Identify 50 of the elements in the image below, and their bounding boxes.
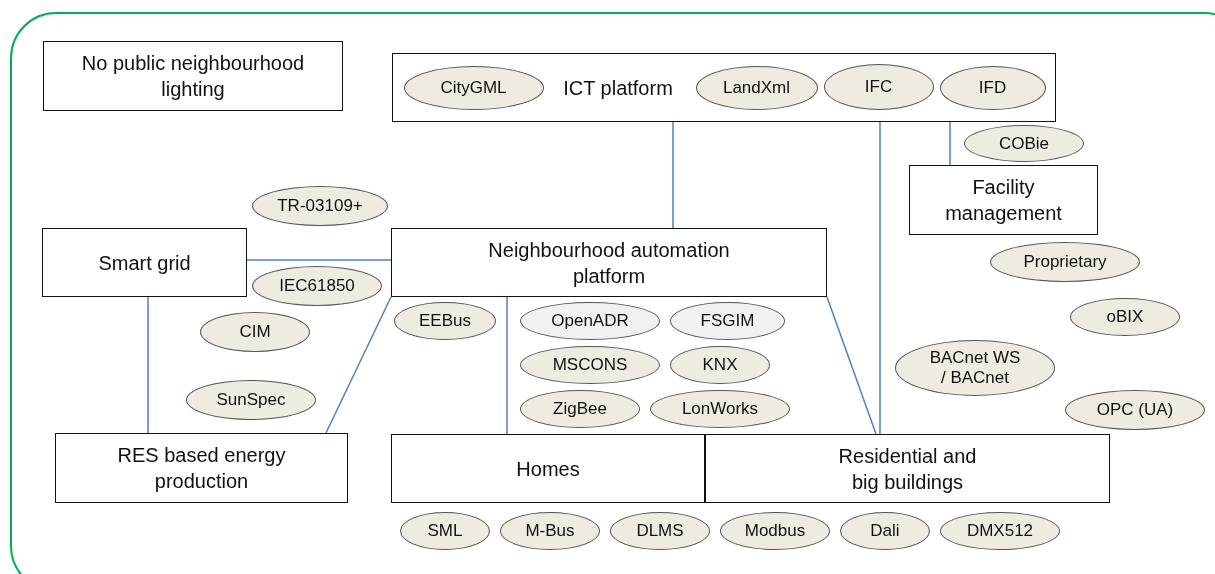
standard-label: IFC xyxy=(864,76,893,97)
standard-label: DLMS xyxy=(636,521,684,541)
standard-label: LonWorks xyxy=(681,399,759,419)
box-label: Residential and big buildings xyxy=(837,443,978,495)
system-box xyxy=(42,228,247,297)
standard-label: TR-03109+ xyxy=(277,196,363,216)
connector-line xyxy=(325,296,392,434)
connector-line xyxy=(246,259,392,261)
standard-label: BACnet WS / BACnet xyxy=(928,348,1022,388)
standard-label: Dali xyxy=(870,521,900,541)
system-box xyxy=(43,41,343,111)
standard-label: Proprietary xyxy=(1023,252,1107,272)
box-label: Homes xyxy=(515,456,581,482)
standard-label: KNX xyxy=(702,355,738,375)
system-box xyxy=(392,53,1056,122)
standard-label: M-Bus xyxy=(525,521,575,541)
box-label: Neighbourhood automation platform xyxy=(487,237,731,289)
standard-label: Modbus xyxy=(744,521,806,541)
standard-label: OpenADR xyxy=(551,311,629,331)
standard-label: LandXml xyxy=(722,77,791,98)
standard-label: CityGML xyxy=(440,77,507,98)
standard-label: DMX512 xyxy=(966,521,1034,541)
connector-line xyxy=(949,121,951,166)
standard-label: IFD xyxy=(978,77,1007,98)
connector-line xyxy=(879,121,881,435)
standard-label: EEBus xyxy=(419,311,471,331)
standard-label: MSCONS xyxy=(552,355,628,375)
box-label: Facility management xyxy=(944,175,1063,226)
standard-label: CIM xyxy=(239,322,271,342)
connector-line xyxy=(506,296,508,435)
standard-label: IEC61850 xyxy=(279,276,355,296)
standard-label: SML xyxy=(427,521,463,541)
standard-label: FSGIM xyxy=(700,311,755,331)
system-box xyxy=(705,434,1110,503)
standard-label: SunSpec xyxy=(216,390,286,410)
system-box xyxy=(391,434,705,503)
box-label: RES based energy production xyxy=(116,443,287,494)
standard-label: COBie xyxy=(998,133,1050,154)
box-label: Smart grid xyxy=(97,250,192,276)
system-box xyxy=(55,433,348,503)
standard-label: oBIX xyxy=(1106,307,1144,327)
standard-label: ZigBee xyxy=(553,399,607,419)
connector-line xyxy=(826,296,877,435)
standard-label: OPC (UA) xyxy=(1096,400,1174,420)
system-box xyxy=(391,228,827,297)
connector-line xyxy=(147,296,149,434)
system-box xyxy=(909,165,1098,235)
connector-line xyxy=(672,121,674,229)
box-label: ICT platform xyxy=(562,75,674,101)
box-label: No public neighbourhood lighting xyxy=(80,51,306,102)
